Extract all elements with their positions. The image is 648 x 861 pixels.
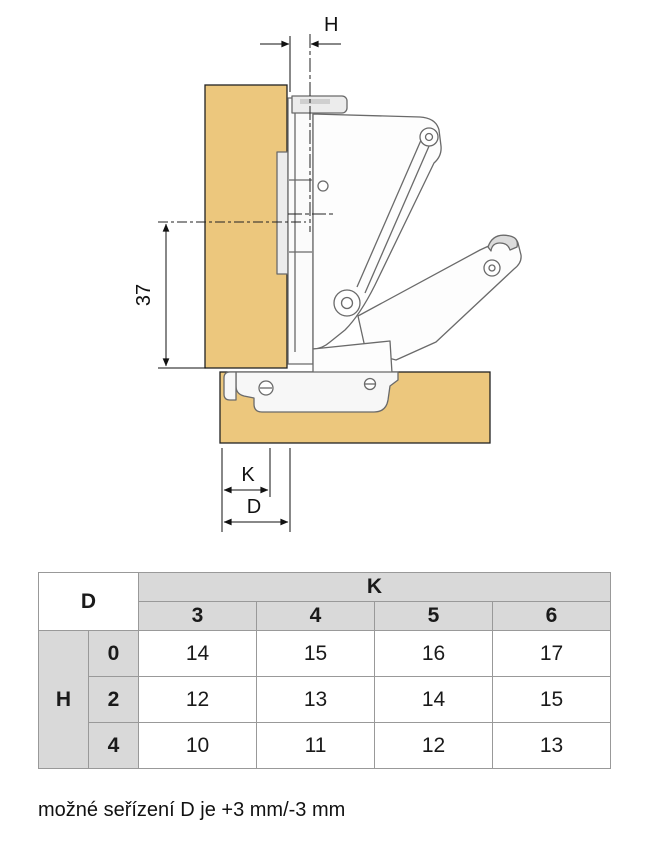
dimension-d: D [223, 448, 291, 532]
k-column-header: 3 [138, 601, 257, 631]
table-cell: 12 [374, 722, 493, 769]
table-cell: 13 [256, 676, 375, 723]
hinge-cup [276, 151, 289, 275]
table-header-k: K [138, 572, 611, 602]
dimension-k: K [221, 448, 271, 532]
label-d: D [247, 496, 261, 518]
k-column-header: 5 [374, 601, 493, 631]
table-cell: 12 [138, 676, 257, 723]
table-cell: 15 [256, 630, 375, 677]
hinge-mechanism [223, 95, 522, 413]
pivot-small [317, 180, 329, 192]
table-cell: 15 [492, 676, 611, 723]
label-37: 37 [133, 284, 155, 306]
label-h: H [324, 14, 338, 36]
table-cell: 16 [374, 630, 493, 677]
table-cell: 10 [138, 722, 257, 769]
dimension-h: H [260, 14, 341, 92]
table-cell: 14 [374, 676, 493, 723]
adjustment-note: možné seřízení D je +3 mm/-3 mm [38, 799, 346, 821]
base-plate [235, 371, 399, 413]
door-panel [204, 84, 288, 369]
label-k: K [241, 464, 255, 486]
table-cell: 14 [138, 630, 257, 677]
k-column-header: 6 [492, 601, 611, 631]
dimension-37: 37 [133, 223, 206, 369]
k-column-header: 4 [256, 601, 375, 631]
dimension-table: D K 3 4 5 6 H 0 14 15 16 17 2 12 13 14 1… [38, 572, 611, 769]
table-cell: 11 [256, 722, 375, 769]
centerlines [158, 34, 334, 232]
hinge-diagram: H 37 K D [133, 14, 522, 532]
table-header-h: H [38, 630, 89, 769]
table-cell: 13 [492, 722, 611, 769]
hinge-top-cap [291, 95, 348, 114]
table-cell: 17 [492, 630, 611, 677]
hinge-plate [287, 97, 314, 365]
h-row-label: 0 [88, 630, 139, 677]
table-corner-d: D [38, 572, 139, 631]
h-row-label: 4 [88, 722, 139, 769]
h-row-label: 2 [88, 676, 139, 723]
